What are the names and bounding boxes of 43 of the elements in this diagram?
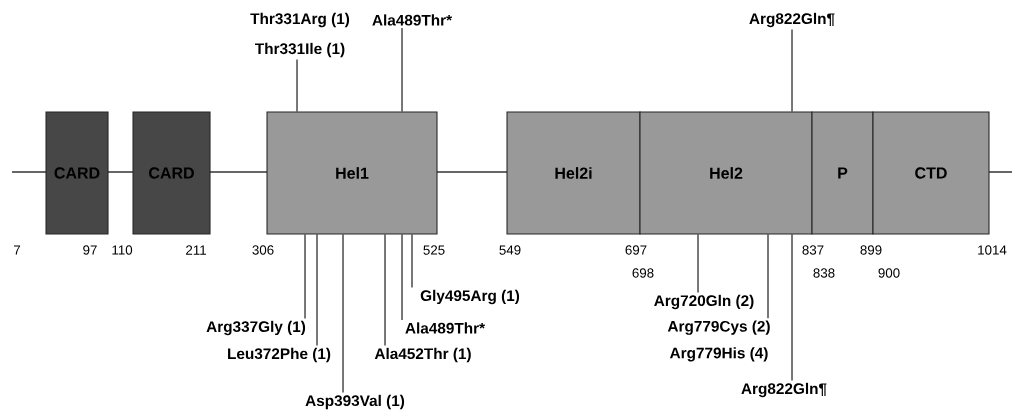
position-number: 7 (14, 245, 21, 255)
leader-line (342, 234, 344, 394)
leader-line (296, 58, 298, 112)
position-number: 697 (625, 245, 647, 255)
position-number: 97 (83, 245, 97, 255)
position-number: 549 (499, 245, 521, 255)
leader-line (791, 28, 793, 112)
position-number: 1014 (978, 245, 1007, 255)
leader-line (401, 27, 403, 112)
leader-line (316, 234, 318, 347)
mutation-label: Arg720Gln (2) (654, 294, 754, 310)
domain-box: CARD (132, 111, 211, 235)
leader-line (384, 234, 386, 347)
mutation-label: Thr331Arg (1) Thr331Ile (1) (250, 12, 350, 58)
leader-line (767, 234, 769, 319)
position-number: 525 (423, 245, 445, 255)
domain-box: Hel2i (506, 111, 641, 235)
mutation-label: Arg822Gln¶ (749, 12, 835, 28)
mutation-label: Asp393Val (1) (305, 394, 405, 410)
leader-line (401, 234, 403, 321)
position-number: 698 (632, 268, 654, 278)
domain-box: CARD (45, 111, 109, 235)
mutation-label: Arg779Cys (2) Arg779His (4) (667, 320, 770, 362)
mutation-label: Ala489Thr* (405, 322, 486, 334)
mutation-label: Leu372Phe (1) (228, 347, 331, 363)
position-number: 899 (860, 245, 882, 255)
domain-box: CTD (872, 111, 990, 235)
leader-line (791, 234, 793, 382)
leader-line (411, 234, 413, 289)
mutation-label: Arg822Gln¶ (741, 382, 827, 398)
mutation-label: Ala489Thr* (372, 14, 453, 26)
position-number: 110 (112, 245, 133, 255)
position-number: 837 (802, 245, 824, 255)
leader-line (304, 234, 306, 320)
domain-box: P (811, 111, 874, 235)
leader-line (697, 234, 699, 294)
mutation-label: Gly495Arg (1) (420, 289, 520, 305)
position-number: 306 (252, 245, 274, 255)
position-number: 838 (813, 268, 835, 278)
position-number: 900 (878, 268, 900, 278)
mutation-label: Arg337Gly (1) (206, 320, 306, 336)
mutation-label: Ala452Thr (1) (374, 347, 471, 363)
domain-box: Hel1 (266, 111, 438, 235)
